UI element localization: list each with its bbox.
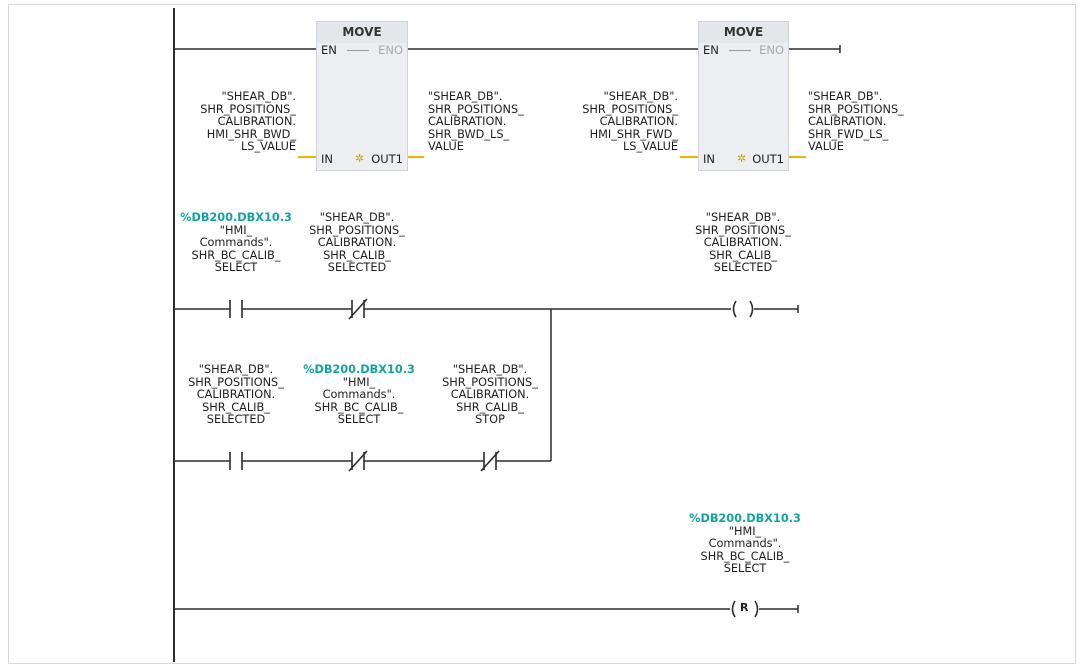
move1-in-operand[interactable]: "SHEAR_DB". SHR_POSITIONS_ CALIBRATION. … bbox=[200, 90, 296, 154]
contact-b-3-label[interactable]: "SHEAR_DB". SHR_POSITIONS_ CALIBRATION. … bbox=[442, 363, 538, 427]
move-block-title: MOVE bbox=[317, 22, 407, 43]
move2-out-operand[interactable]: "SHEAR_DB". SHR_POSITIONS_ CALIBRATION. … bbox=[808, 90, 904, 154]
out1-pin-label: OUT1 bbox=[752, 152, 784, 166]
move-block-1[interactable]: MOVE EN ENO IN ✲ OUT1 bbox=[316, 21, 408, 171]
eno-pin-label: ENO bbox=[759, 43, 784, 57]
in-pin-label: IN bbox=[703, 152, 715, 166]
operand-symbol: "HMI_ Commands". SHR_BC_CALIB_ SELECT bbox=[191, 223, 281, 275]
coil-r2 bbox=[732, 300, 754, 318]
operand-symbol: "HMI_ Commands". SHR_BC_CALIB_ SELECT bbox=[314, 375, 404, 427]
network-frame bbox=[8, 4, 1076, 664]
reset-coil-letter: R bbox=[740, 601, 749, 614]
contact-r2-2-label[interactable]: "SHEAR_DB". SHR_POSITIONS_ CALIBRATION. … bbox=[309, 211, 405, 275]
contact-r2-1-label[interactable]: %DB200.DBX10.3 "HMI_ Commands". SHR_BC_C… bbox=[180, 211, 292, 275]
out1-pin-label: OUT1 bbox=[371, 152, 403, 166]
type-convert-icon: ✲ bbox=[355, 152, 365, 165]
coil-r2-label[interactable]: "SHEAR_DB". SHR_POSITIONS_ CALIBRATION. … bbox=[695, 211, 791, 275]
reset-coil-r3 bbox=[731, 600, 759, 618]
en-pin-label: EN bbox=[703, 43, 719, 57]
move-block-2[interactable]: MOVE EN ENO IN ✲ OUT1 bbox=[698, 21, 789, 171]
move1-out-operand[interactable]: "SHEAR_DB". SHR_POSITIONS_ CALIBRATION. … bbox=[428, 90, 524, 154]
move-block-title: MOVE bbox=[699, 22, 788, 43]
eno-pin-label: ENO bbox=[378, 43, 403, 57]
operand-address: %DB200.DBX10.3 bbox=[689, 512, 801, 525]
no-contact-r2-1 bbox=[229, 300, 243, 318]
reset-coil-label[interactable]: %DB200.DBX10.3 "HMI_ Commands". SHR_BC_C… bbox=[689, 512, 801, 576]
en-eno-link bbox=[729, 50, 751, 51]
in-pin-label: IN bbox=[321, 152, 333, 166]
contact-b-2-label[interactable]: %DB200.DBX10.3 "HMI_ Commands". SHR_BC_C… bbox=[303, 363, 415, 427]
en-eno-link bbox=[347, 50, 369, 51]
operand-symbol: "HMI_ Commands". SHR_BC_CALIB_ SELECT bbox=[700, 524, 790, 576]
move2-in-operand[interactable]: "SHEAR_DB". SHR_POSITIONS_ CALIBRATION. … bbox=[582, 90, 678, 154]
no-contact-b-1 bbox=[229, 452, 243, 470]
type-convert-icon: ✲ bbox=[737, 152, 747, 165]
operand-address: %DB200.DBX10.3 bbox=[303, 363, 415, 376]
operand-address: %DB200.DBX10.3 bbox=[180, 211, 292, 224]
contact-b-1-label[interactable]: "SHEAR_DB". SHR_POSITIONS_ CALIBRATION. … bbox=[188, 363, 284, 427]
en-pin-label: EN bbox=[321, 43, 337, 57]
